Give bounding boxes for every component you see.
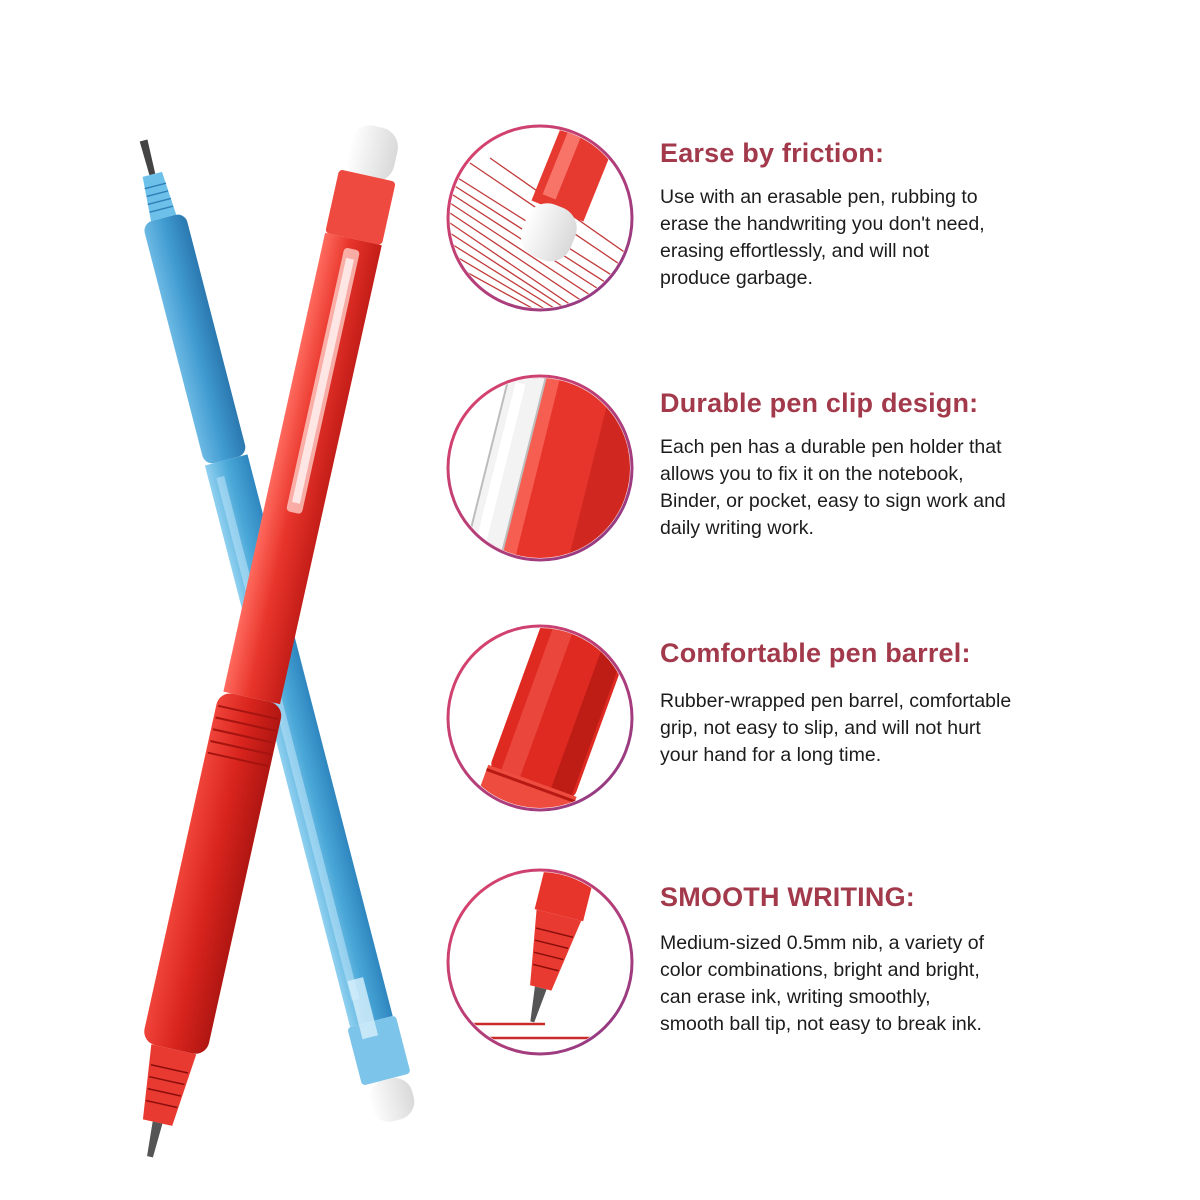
feature-description: Each pen has a durable pen holder that a… [660,436,1006,539]
feature-description: Use with an erasable pen, rubbing to era… [660,186,985,289]
feature-barrel: Comfortable pen barrel: Rubber-wrapped p… [440,618,1180,818]
feature-description: Rubber-wrapped pen barrel, comfortable g… [660,690,1012,766]
crossed-pens-image [139,125,415,1158]
feature-title: Durable pen clip design: [660,388,979,418]
feature-title: Earse by friction: [660,138,885,168]
red-pen [142,125,398,1158]
feature-title: Comfortable pen barrel: [660,638,971,668]
pen-barrel-closeup-icon [446,624,634,812]
feature-writing: SMOOTH WRITING: Medium-sized 0.5mm nib, … [440,862,1180,1062]
feature-description: Medium-sized 0.5mm nib, a variety of col… [660,932,985,1035]
pen-tip-closeup-icon [446,868,634,1056]
feature-erase: Earse by friction: Use with an erasable … [440,118,1180,318]
feature-title: SMOOTH WRITING: [660,882,915,912]
feature-clip: Durable pen clip design: Each pen has a … [440,368,1180,568]
pen-clip-closeup-icon [446,374,634,562]
eraser-tip-closeup-icon [446,124,634,312]
